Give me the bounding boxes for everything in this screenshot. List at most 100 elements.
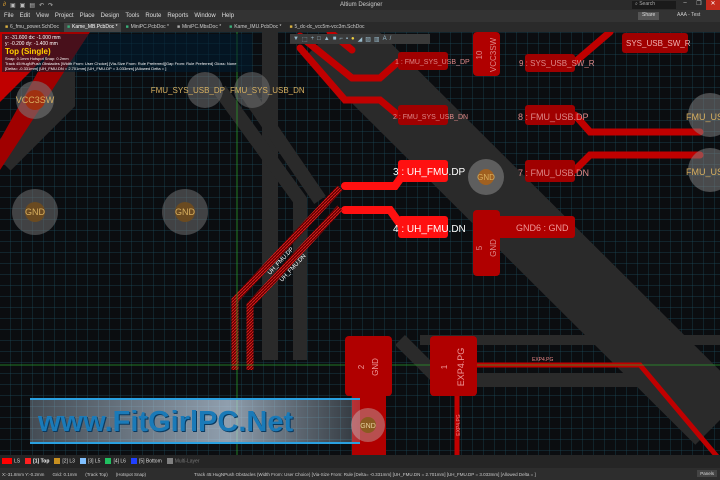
- hud-mode: Track 45:HugNPush Obstacles [Width From:…: [5, 61, 237, 66]
- status-track: (Track Top): [85, 471, 108, 477]
- pad-b2[interactable]: [345, 336, 392, 396]
- pad-3[interactable]: [398, 160, 448, 182]
- via-sys-dp[interactable]: FMU_SYS_USB_DP: [151, 72, 225, 108]
- hud-x: x: -31.600 dx: -1.000 mm: [5, 35, 61, 41]
- menu-route[interactable]: Route: [145, 13, 162, 19]
- pad-4[interactable]: [398, 216, 448, 238]
- via-vcc3sw[interactable]: VCC3SW: [16, 81, 55, 119]
- pads: 1 : FMU_SYS_USB_DP 2 : FMU_SYS_USB_DN 3 …: [345, 32, 691, 455]
- watermark: www.FitGirlPC.Net: [30, 398, 360, 444]
- pad-top-right[interactable]: [622, 33, 688, 53]
- layer-top[interactable]: [1] Top: [25, 458, 49, 465]
- menu-bar: File Edit View Project Place Design Tool…: [0, 10, 720, 22]
- via-fmu-usb-dp[interactable]: FMU_USB: [686, 93, 720, 137]
- via-fmu-usb-dn[interactable]: FMU_USB: [686, 148, 720, 192]
- pad-1[interactable]: [398, 52, 448, 70]
- polygon-icon[interactable]: ◢: [357, 36, 363, 43]
- layer-color-swatch: [54, 458, 61, 465]
- component-icon[interactable]: ▲: [323, 36, 330, 42]
- rect-icon[interactable]: □: [317, 36, 321, 42]
- via-gnd-pad[interactable]: GND: [468, 159, 504, 195]
- via-gnd-mid[interactable]: GND: [162, 189, 208, 235]
- pad-2[interactable]: [398, 105, 448, 125]
- pad-9[interactable]: [525, 54, 575, 72]
- bulb-icon[interactable]: ●: [351, 36, 355, 42]
- layer-multi[interactable]: Multi-Layer: [166, 458, 200, 465]
- menu-view[interactable]: View: [36, 13, 49, 19]
- via-label: FMU_USB: [686, 112, 720, 122]
- layer-bottom[interactable]: [5] Bottom: [130, 458, 162, 465]
- via-sys-dn[interactable]: FMU_SYS_USB_DN: [230, 72, 305, 108]
- line-icon[interactable]: /: [389, 36, 392, 42]
- layer-color-swatch: [25, 458, 32, 465]
- top-traces: [296, 32, 720, 455]
- layer-l5[interactable]: [3] L5: [79, 458, 100, 465]
- hud-delta: [Delta= -0.331mm] [UH_FMU.DN = 2.701mm] …: [5, 66, 167, 71]
- pad-top-right-label: SYS_USB_SW_R: [626, 39, 691, 48]
- via-gnd-left[interactable]: GND: [12, 189, 58, 235]
- layer-l3[interactable]: [2] L3: [54, 458, 75, 465]
- pad-8[interactable]: [525, 105, 575, 125]
- tab-dc-dc[interactable]: ■5_dc-dc_vcc5m-vcc3m.SchDoc: [286, 23, 367, 32]
- save-icon[interactable]: ▣: [9, 2, 16, 9]
- open-icon[interactable]: ▤: [29, 2, 35, 9]
- user-account[interactable]: AAA - Test: [677, 12, 701, 18]
- pad-icon[interactable]: ■: [332, 36, 337, 42]
- tab-kame-imu[interactable]: ■Kame_IMU.PcbDoc *: [226, 23, 284, 32]
- menu-tools[interactable]: Tools: [125, 13, 140, 19]
- minimize-button[interactable]: –: [683, 0, 687, 6]
- pad-4-label: 4 : UH_FMU.DN: [393, 224, 466, 235]
- menu-help[interactable]: Help: [221, 13, 235, 19]
- layer-l6[interactable]: [4] L6: [105, 458, 126, 465]
- route-icon[interactable]: ⌐: [339, 36, 343, 42]
- select-icon[interactable]: ⬚: [301, 36, 308, 43]
- menu-edit[interactable]: Edit: [19, 13, 31, 19]
- vias: VCC3SW FMU_SYS_USB_DP FMU_SYS_USB_DN GND…: [12, 72, 720, 442]
- close-button[interactable]: ✕: [706, 0, 720, 10]
- undo-icon[interactable]: ↶: [38, 2, 45, 9]
- pad-b2-number: 2: [357, 364, 366, 369]
- via-label: GND: [360, 423, 376, 430]
- heads-up-display: x: -31.600 dx: -1.000 mm y: -0.200 dy: -…: [2, 34, 252, 72]
- tab-label: Kame_MB.PcbDoc *: [71, 23, 118, 30]
- via-icon[interactable]: ▪: [345, 36, 348, 42]
- search-input[interactable]: ⌕ Search: [632, 1, 676, 9]
- status-mode: Track 45:HugNPush Obstacles (Width From:…: [193, 471, 536, 477]
- layer-color-swatch: [105, 458, 112, 465]
- maximize-button[interactable]: ❐: [696, 1, 702, 7]
- menu-design[interactable]: Design: [100, 13, 120, 19]
- pcb-drawing[interactable]: UH_FMU.DP UH_FMU.DN 1 : FMU_SYS_USB_DP 2…: [0, 32, 720, 455]
- layer-ls[interactable]: LS: [2, 458, 20, 465]
- filter-icon[interactable]: ▼: [293, 36, 299, 42]
- pad-gnd6[interactable]: [492, 216, 575, 238]
- region-icon[interactable]: ▨: [365, 36, 371, 43]
- pad-5-number: 5: [475, 245, 484, 250]
- move-icon[interactable]: +: [310, 36, 315, 42]
- menu-project[interactable]: Project: [54, 13, 74, 19]
- menu-window[interactable]: Window: [194, 13, 216, 19]
- redo-icon[interactable]: ↷: [48, 2, 54, 9]
- pad-10[interactable]: [473, 32, 500, 76]
- app-logo-icon: ∂: [3, 1, 6, 8]
- pcb-canvas[interactable]: UH_FMU.DP UH_FMU.DN 1 : FMU_SYS_USB_DP 2…: [0, 32, 720, 455]
- tab-label: 5_dc-dc_vcc5m-vcc3m.SchDoc: [294, 23, 365, 30]
- schematic-icon: ■: [289, 23, 293, 30]
- menu-place[interactable]: Place: [79, 13, 95, 19]
- menu-file[interactable]: File: [4, 13, 14, 19]
- text-icon[interactable]: A: [382, 36, 387, 42]
- tab-minipc-mbs[interactable]: ■MiniPC.MbsDoc *: [174, 23, 224, 32]
- layer-color-swatch: [130, 458, 137, 465]
- via-label: GND: [175, 207, 196, 217]
- panels-button[interactable]: Panels: [697, 470, 717, 477]
- tab-kame-mb[interactable]: ■Kame_MB.PcbDoc *: [63, 22, 121, 32]
- menu-reports[interactable]: Reports: [167, 13, 189, 19]
- schematic-icon: ■: [5, 23, 9, 30]
- pad-b1[interactable]: [430, 336, 477, 396]
- status-coords: X:-31.8mm Y:-0.2mm: [2, 471, 45, 477]
- pad-7[interactable]: [525, 160, 575, 182]
- share-button[interactable]: Share: [638, 12, 660, 20]
- dimension-icon[interactable]: ▥: [373, 36, 380, 43]
- save-all-icon[interactable]: ▣: [19, 2, 26, 9]
- tab-minipc-pcb[interactable]: ■MiniPC.PcbDoc *: [123, 23, 172, 32]
- tab-fmu-power[interactable]: ■6_fmu_power.SchDoc: [2, 23, 62, 32]
